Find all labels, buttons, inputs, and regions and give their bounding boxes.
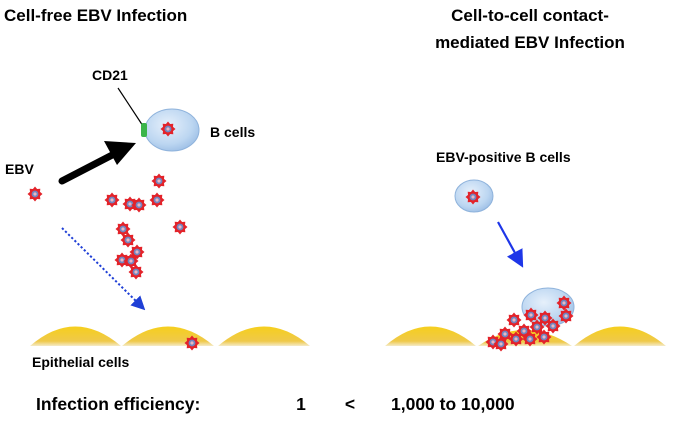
efficiency-label: Infection efficiency: [36, 394, 200, 414]
epithelial-cells-label: Epithelial cells [32, 354, 129, 370]
free-virion [27, 186, 43, 202]
b-cells-label: B cells [210, 124, 255, 140]
left-panel-title: Cell-free EBV Infection [4, 6, 187, 25]
cell-contact-arrow [497, 221, 524, 268]
cd21-receptor-icon [141, 123, 147, 137]
right-panel-title-line1: Cell-to-cell contact- [451, 6, 609, 25]
cd21-pointer-line [117, 87, 144, 127]
right-panel-title-line2: mediated EBV Infection [435, 33, 625, 52]
cd21-label: CD21 [92, 67, 128, 83]
cell-virion [160, 121, 176, 137]
cell-free-efficiency-value: 1 [296, 394, 306, 414]
epithelial-infection-arrow [61, 227, 146, 311]
ebv-positive-b-cells-label: EBV-positive B cells [436, 149, 571, 165]
efficiency-comparator: < [345, 394, 355, 414]
epithelial-virion [184, 335, 200, 351]
ebv-positive-b-cell-virion [465, 189, 481, 205]
b-cell-infection-arrow [58, 148, 122, 185]
released-virions [104, 173, 188, 280]
b-cell-infection-arrowhead [104, 141, 136, 165]
contact-efficiency-value: 1,000 to 10,000 [391, 394, 515, 414]
ebv-label: EBV [5, 161, 34, 177]
left-epithelium [30, 326, 310, 346]
